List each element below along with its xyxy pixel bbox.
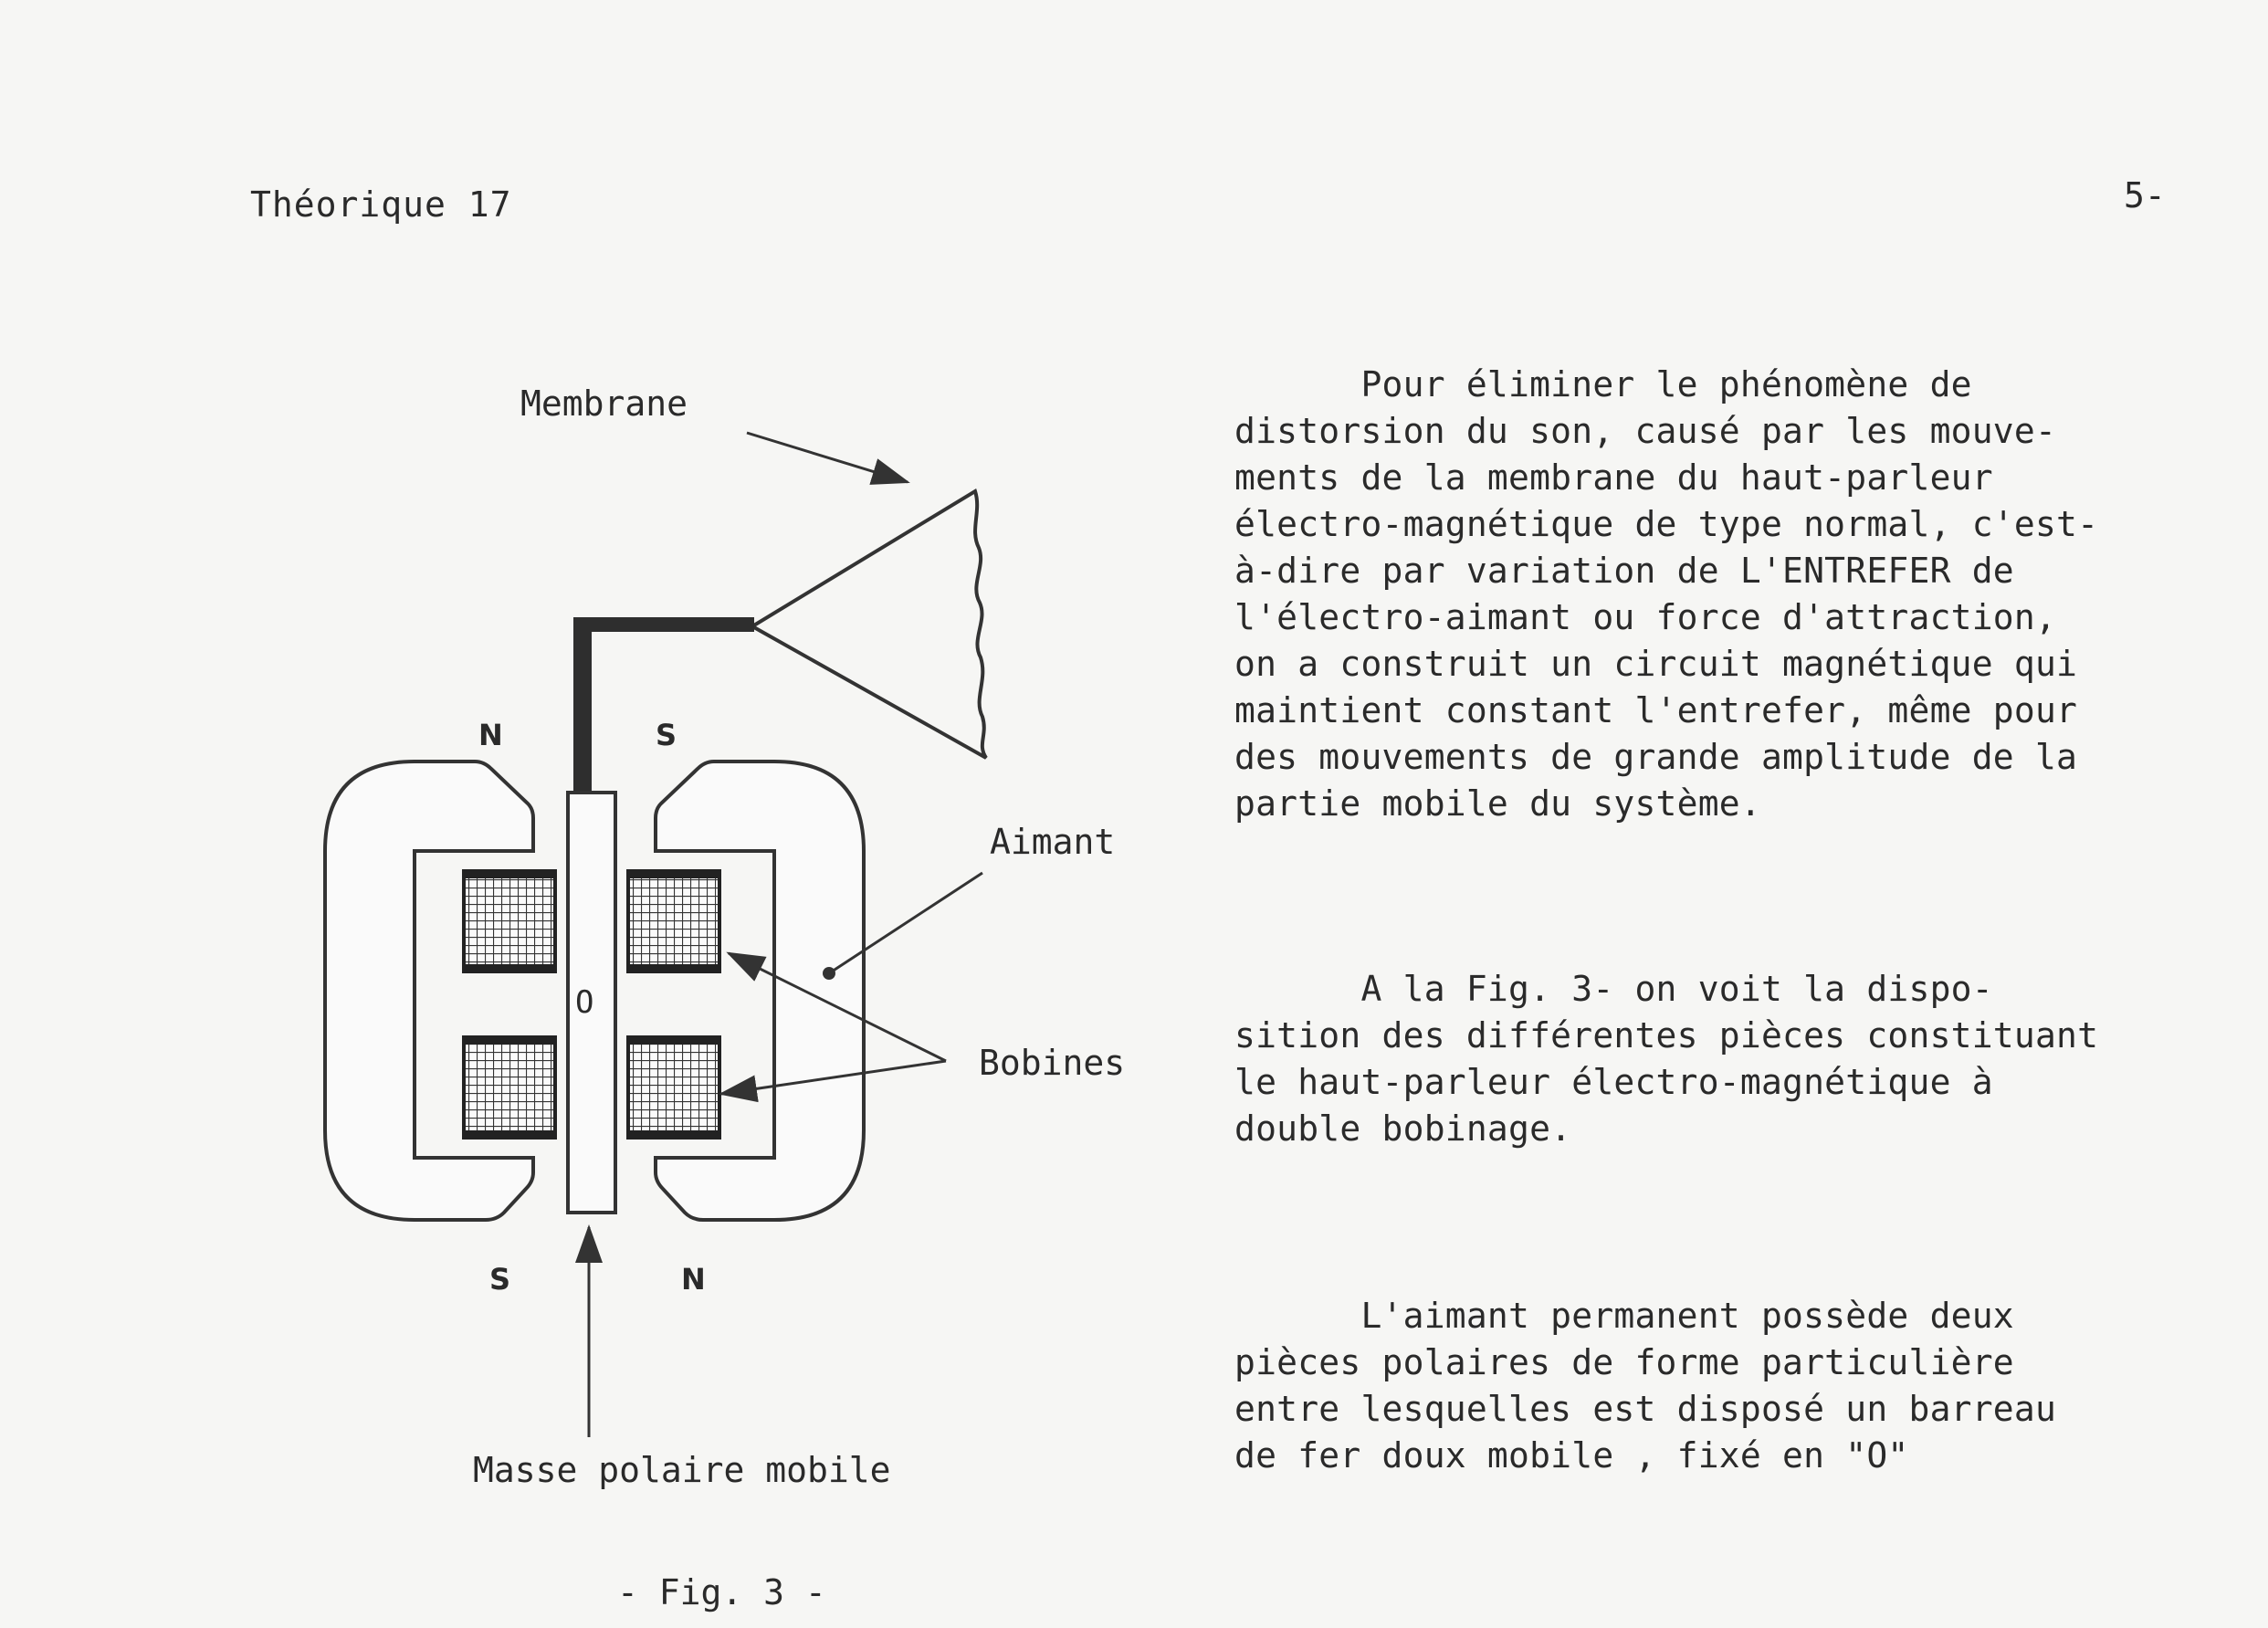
text-line: on a construit un circuit magnétique qui [1234,644,2078,684]
aimant-leader [828,871,983,975]
text-line: double bobinage. [1234,1108,1572,1149]
text-line: électro-magnétique de type normal, c'est… [1234,504,2099,544]
page-number: 5- [2124,175,2166,215]
paragraph-permanent-magnet: L'aimant permanent possède deux pièces p… [1234,1293,2239,1479]
membrane-label: Membrane [520,383,688,424]
text-line: partie mobile du système. [1234,783,1761,824]
text-line: distorsion du son, causé par les mouve- [1234,411,2057,451]
aimant-dot [823,967,835,980]
text-line: Pour éliminer le phénomène de [1234,364,1972,404]
text-line: entre lesquelles est disposé un barreau [1234,1389,2057,1429]
bobines-label: Bobines [979,1043,1126,1083]
page-header-section: Théorique 17 [250,184,512,225]
membrane-arrow [746,431,910,485]
coil-top-right [626,869,721,973]
text-line: l'électro-aimant ou force d'attraction, [1234,597,2057,637]
pole-top-left: N [478,718,503,752]
bobines-leader-upper [726,951,947,1063]
center-o-label: O [575,984,594,1021]
bobines-leader-lower [719,1059,947,1103]
coil-bottom-left [462,1035,557,1140]
text-line: L'aimant permanent possède deux [1234,1296,2014,1336]
coil-top-left [462,869,557,973]
membrane-rod [573,617,754,794]
membrane-cone [749,488,988,760]
masse-polaire-label: Masse polaire mobile [473,1450,891,1490]
paragraph-figure-description: A la Fig. 3- on voit la dispo- sition de… [1234,966,2239,1152]
coil-bottom-right [626,1035,721,1140]
text-line: à-dire par variation de L'ENTREFER de [1234,551,2014,591]
paragraph-distortion: Pour éliminer le phénomène de distorsion… [1234,362,2239,827]
pole-bottom-right: N [681,1262,706,1297]
pole-bottom-left: S [489,1262,511,1297]
figure-caption: - Fig. 3 - [617,1572,826,1612]
mobile-bar [566,791,617,1214]
aimant-label: Aimant [990,822,1116,862]
left-pole-piece [323,760,535,1222]
pole-top-right: S [656,718,677,752]
right-pole-piece [654,760,866,1222]
text-line: sition des différentes pièces constituan… [1234,1015,2099,1056]
text-line: le haut-parleur électro-magnétique à [1234,1062,1993,1102]
text-line: ments de la membrane du haut-parleur [1234,457,1993,498]
text-line: de fer doux mobile , fixé en "O" [1234,1435,1909,1476]
text-line: maintient constant l'entrefer, même pour [1234,690,2078,730]
text-line: A la Fig. 3- on voit la dispo- [1234,969,1993,1009]
text-line: des mouvements de grande amplitude de la [1234,737,2078,777]
text-line: pièces polaires de forme particulière [1234,1342,2014,1382]
